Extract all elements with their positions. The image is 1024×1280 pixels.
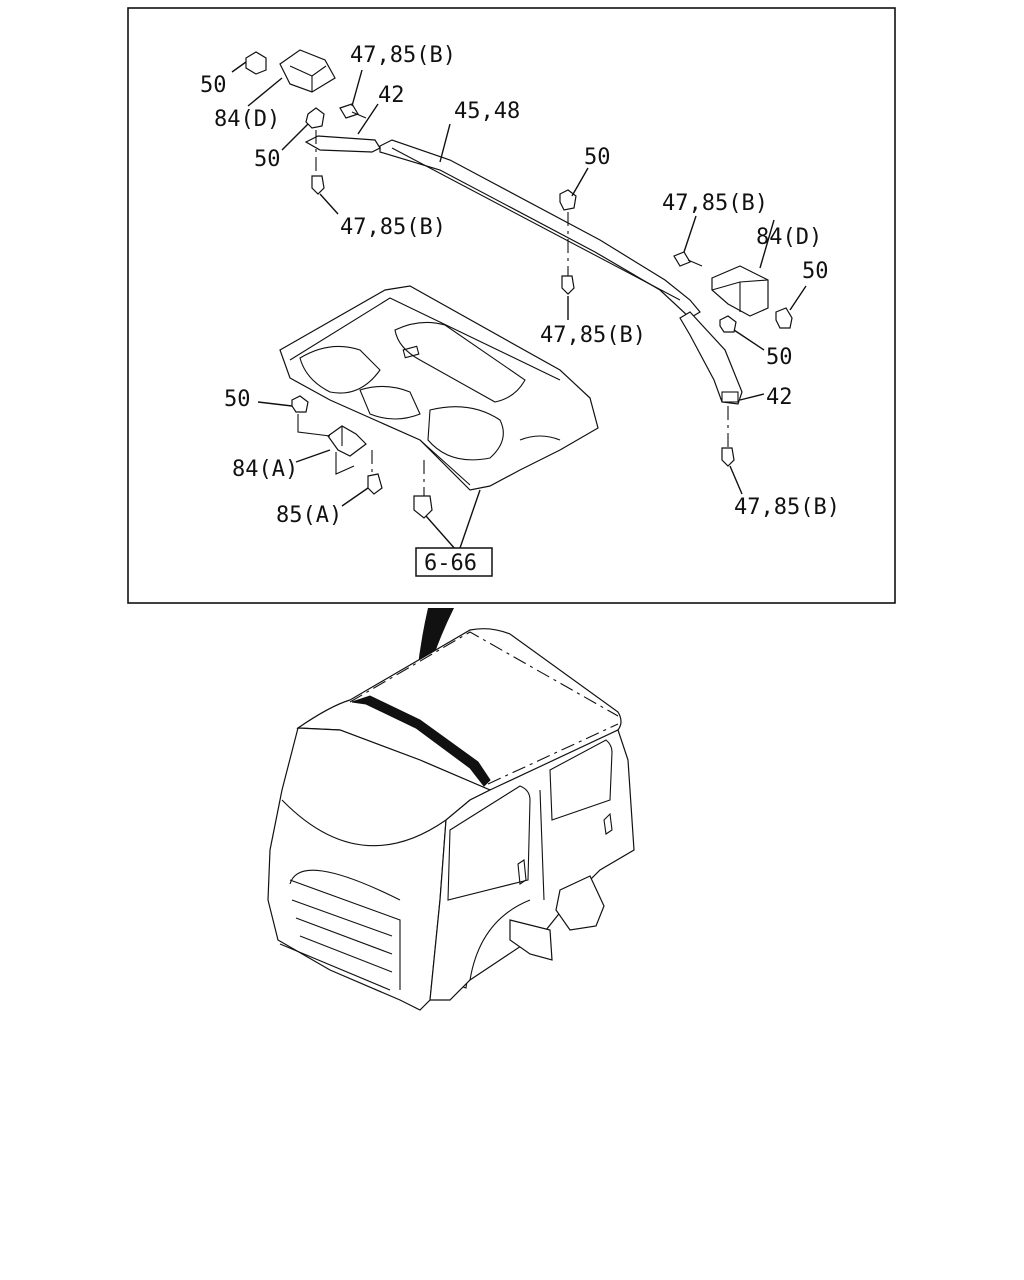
headliner-panel bbox=[279, 285, 599, 491]
bracket-84a bbox=[327, 425, 367, 457]
label-clip-50-e: 50 bbox=[766, 345, 793, 370]
clip-50-lower-left bbox=[291, 395, 309, 413]
truck-cab bbox=[267, 628, 635, 1011]
screw-mid bbox=[561, 275, 575, 295]
pointer-wedge bbox=[414, 608, 454, 716]
label-ref-box: 6-66 bbox=[424, 551, 477, 576]
label-rail-42-b: 42 bbox=[766, 385, 793, 410]
bracket-84d-left bbox=[279, 49, 336, 93]
screw-top bbox=[339, 103, 367, 119]
screw-left bbox=[311, 175, 325, 195]
label-clip-50-c: 50 bbox=[584, 145, 611, 170]
screw-right-top bbox=[673, 251, 703, 267]
labels: 50 84(D) 47,85(B) 42 45,48 50 47,85(B) 5… bbox=[200, 43, 840, 577]
label-clip-50-f: 50 bbox=[224, 387, 251, 412]
screw-bottom-right bbox=[721, 447, 735, 467]
label-clip-50-d: 50 bbox=[802, 259, 829, 284]
label-rail-42-a: 42 bbox=[378, 83, 405, 108]
label-screw-mid: 47,85(B) bbox=[540, 323, 646, 348]
leader-lines bbox=[231, 61, 807, 551]
clip-50-right bbox=[775, 307, 793, 329]
label-clip-50-b: 50 bbox=[254, 147, 281, 172]
ref-box-frame bbox=[415, 547, 493, 577]
rail-42-right bbox=[679, 311, 743, 405]
clip-50-top-left bbox=[245, 51, 267, 75]
label-screw-85a: 85(A) bbox=[276, 503, 342, 528]
label-bracket-84d-b: 84(D) bbox=[756, 225, 822, 250]
label-screw-top: 47,85(B) bbox=[350, 43, 456, 68]
screw-85a bbox=[367, 473, 383, 495]
label-rail-45-48: 45,48 bbox=[454, 99, 520, 124]
label-screw-right-top: 47,85(B) bbox=[662, 191, 768, 216]
rail-42-left bbox=[304, 135, 381, 153]
bracket-84d-right bbox=[711, 265, 769, 317]
label-bracket-84a: 84(A) bbox=[232, 457, 298, 482]
label-bracket-84d-a: 84(D) bbox=[214, 107, 280, 132]
clip-6-66 bbox=[413, 495, 433, 519]
label-screw-left: 47,85(B) bbox=[340, 215, 446, 240]
label-screw-bottom-right: 47,85(B) bbox=[734, 495, 840, 520]
label-clip-50-a: 50 bbox=[200, 73, 227, 98]
clip-50-upper bbox=[305, 107, 325, 129]
detail-frame bbox=[127, 7, 896, 604]
clip-50-right-lower bbox=[719, 315, 737, 333]
roof-rail-45-48 bbox=[379, 139, 701, 319]
